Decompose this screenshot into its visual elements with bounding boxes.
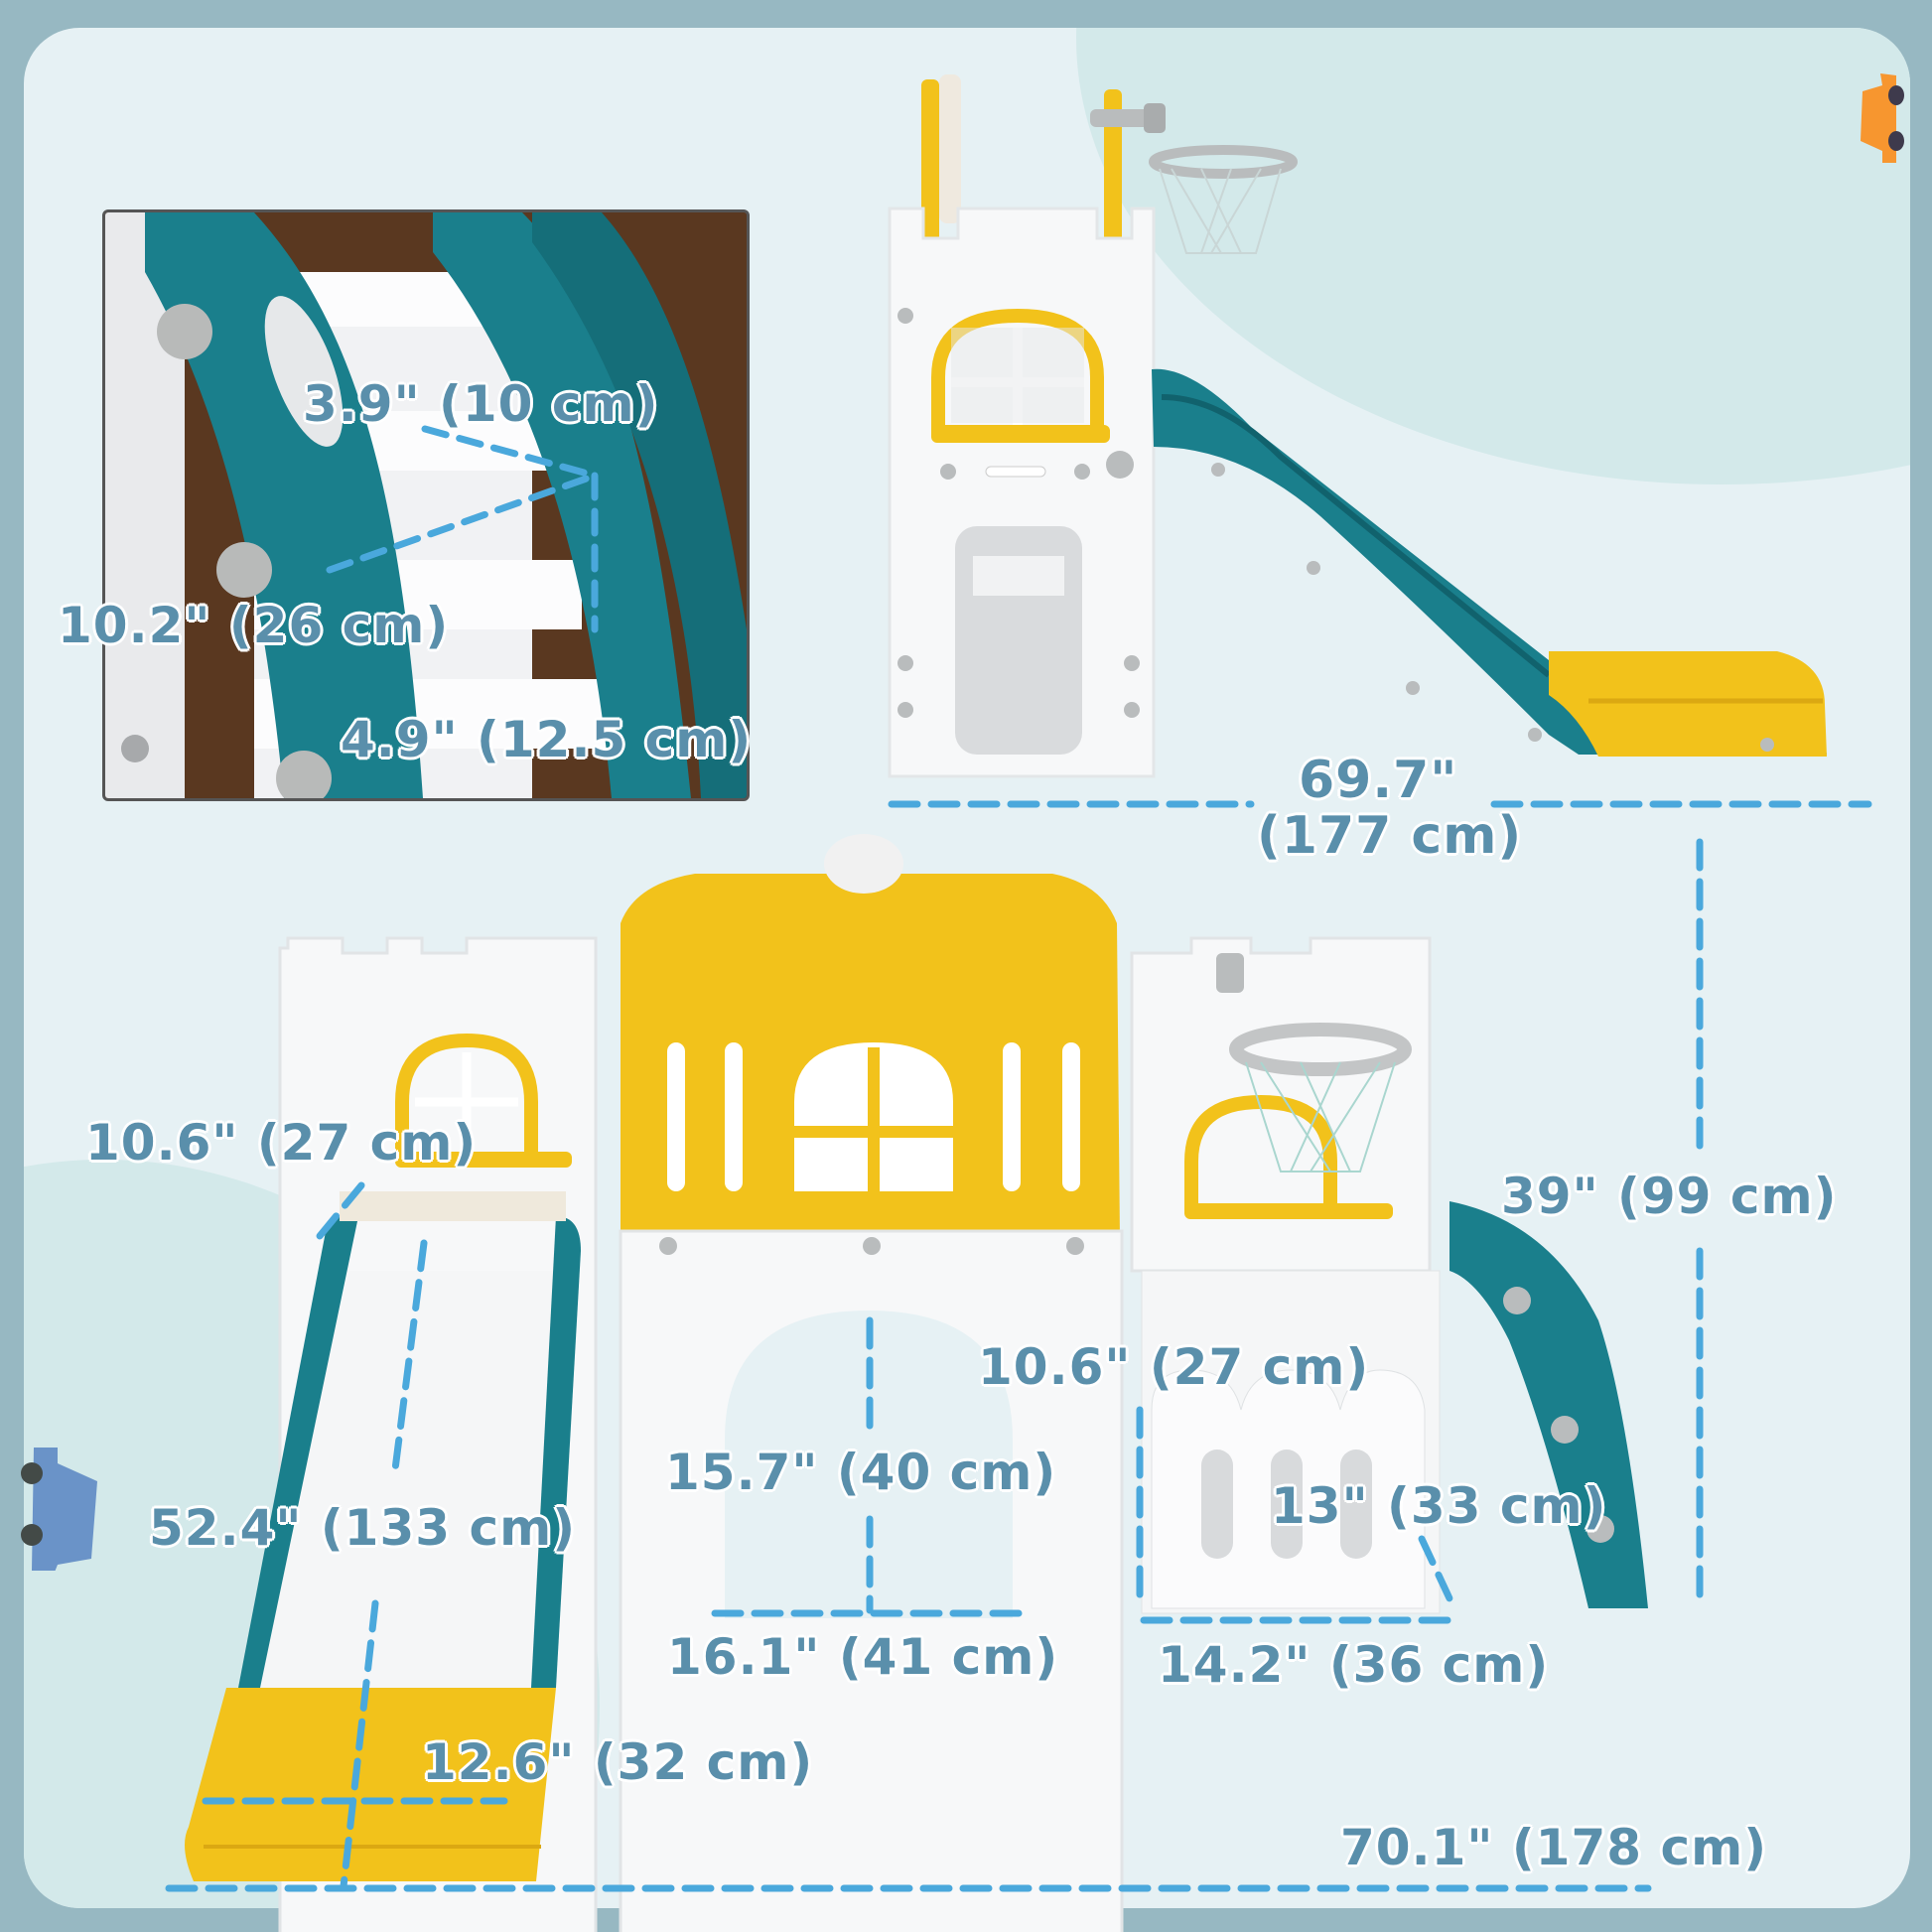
blue-car-icon xyxy=(21,1448,97,1571)
fence-width-label: 14.2" (36 cm) xyxy=(1158,1636,1550,1694)
fence-height-label: 10.6" (27 cm) xyxy=(978,1338,1370,1396)
side-view-playset xyxy=(888,74,1827,778)
orange-car-icon xyxy=(1861,73,1904,163)
slide-top-width-label: 10.6" (27 cm) xyxy=(85,1114,478,1172)
steps-detail-photo xyxy=(102,209,750,801)
steps-illustration xyxy=(105,212,747,798)
dimension-lines xyxy=(165,800,1872,1892)
arch-height-label: 15.7" (40 cm) xyxy=(665,1444,1057,1501)
side-length-inches-label: 69.7" xyxy=(1299,751,1458,810)
step-depth-label: 3.9" (10 cm) xyxy=(303,375,659,433)
total-width-label: 70.1" (178 cm) xyxy=(1340,1819,1768,1876)
total-height-label: 39" (99 cm) xyxy=(1501,1168,1838,1225)
slide-length-label: 52.4" (133 cm) xyxy=(149,1499,577,1557)
step-width-label: 10.2" (26 cm) xyxy=(58,597,450,654)
step-height-label: 4.9" (12.5 cm) xyxy=(341,711,753,768)
side-length-cm-label: (177 cm) xyxy=(1257,806,1523,866)
fence-depth-label: 13" (33 cm) xyxy=(1271,1477,1607,1535)
slide-bottom-width-label: 12.6" (32 cm) xyxy=(422,1733,814,1791)
arch-width-label: 16.1" (41 cm) xyxy=(667,1628,1059,1686)
